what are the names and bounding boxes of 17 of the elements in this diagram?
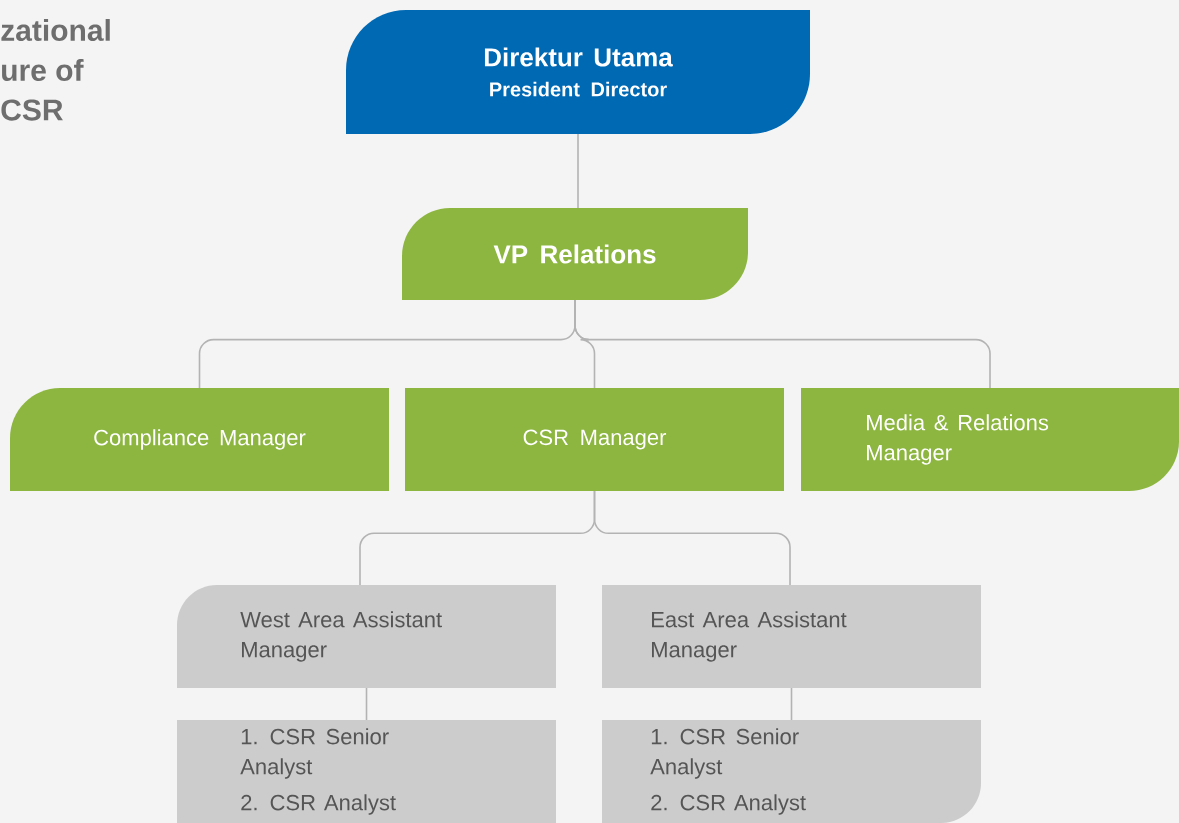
connector-line — [790, 687, 793, 721]
director-box: Direktur Utama President Director — [346, 10, 810, 134]
staff-box: West Area Assistant Manager — [177, 585, 556, 688]
connector-line — [593, 490, 791, 586]
title-text: CSR — [1, 99, 63, 121]
connector-line — [365, 687, 368, 721]
connector-line — [577, 133, 579, 209]
manager-box: CSR Manager — [405, 388, 784, 491]
title-text: zational — [1, 19, 110, 42]
manager-box: Compliance Manager — [10, 388, 389, 491]
staff-box: East Area Assistant Manager — [602, 585, 981, 688]
vp-box: VP Relations — [402, 208, 748, 300]
staff-box: 1. CSR Senior Analyst 2. CSR Analyst — [602, 720, 981, 823]
title-text: ure of — [2, 59, 84, 82]
staff-box: 1. CSR Senior Analyst 2. CSR Analyst — [177, 720, 556, 823]
manager-box: Media & Relations Manager — [801, 388, 1179, 491]
connector-line — [574, 299, 991, 389]
